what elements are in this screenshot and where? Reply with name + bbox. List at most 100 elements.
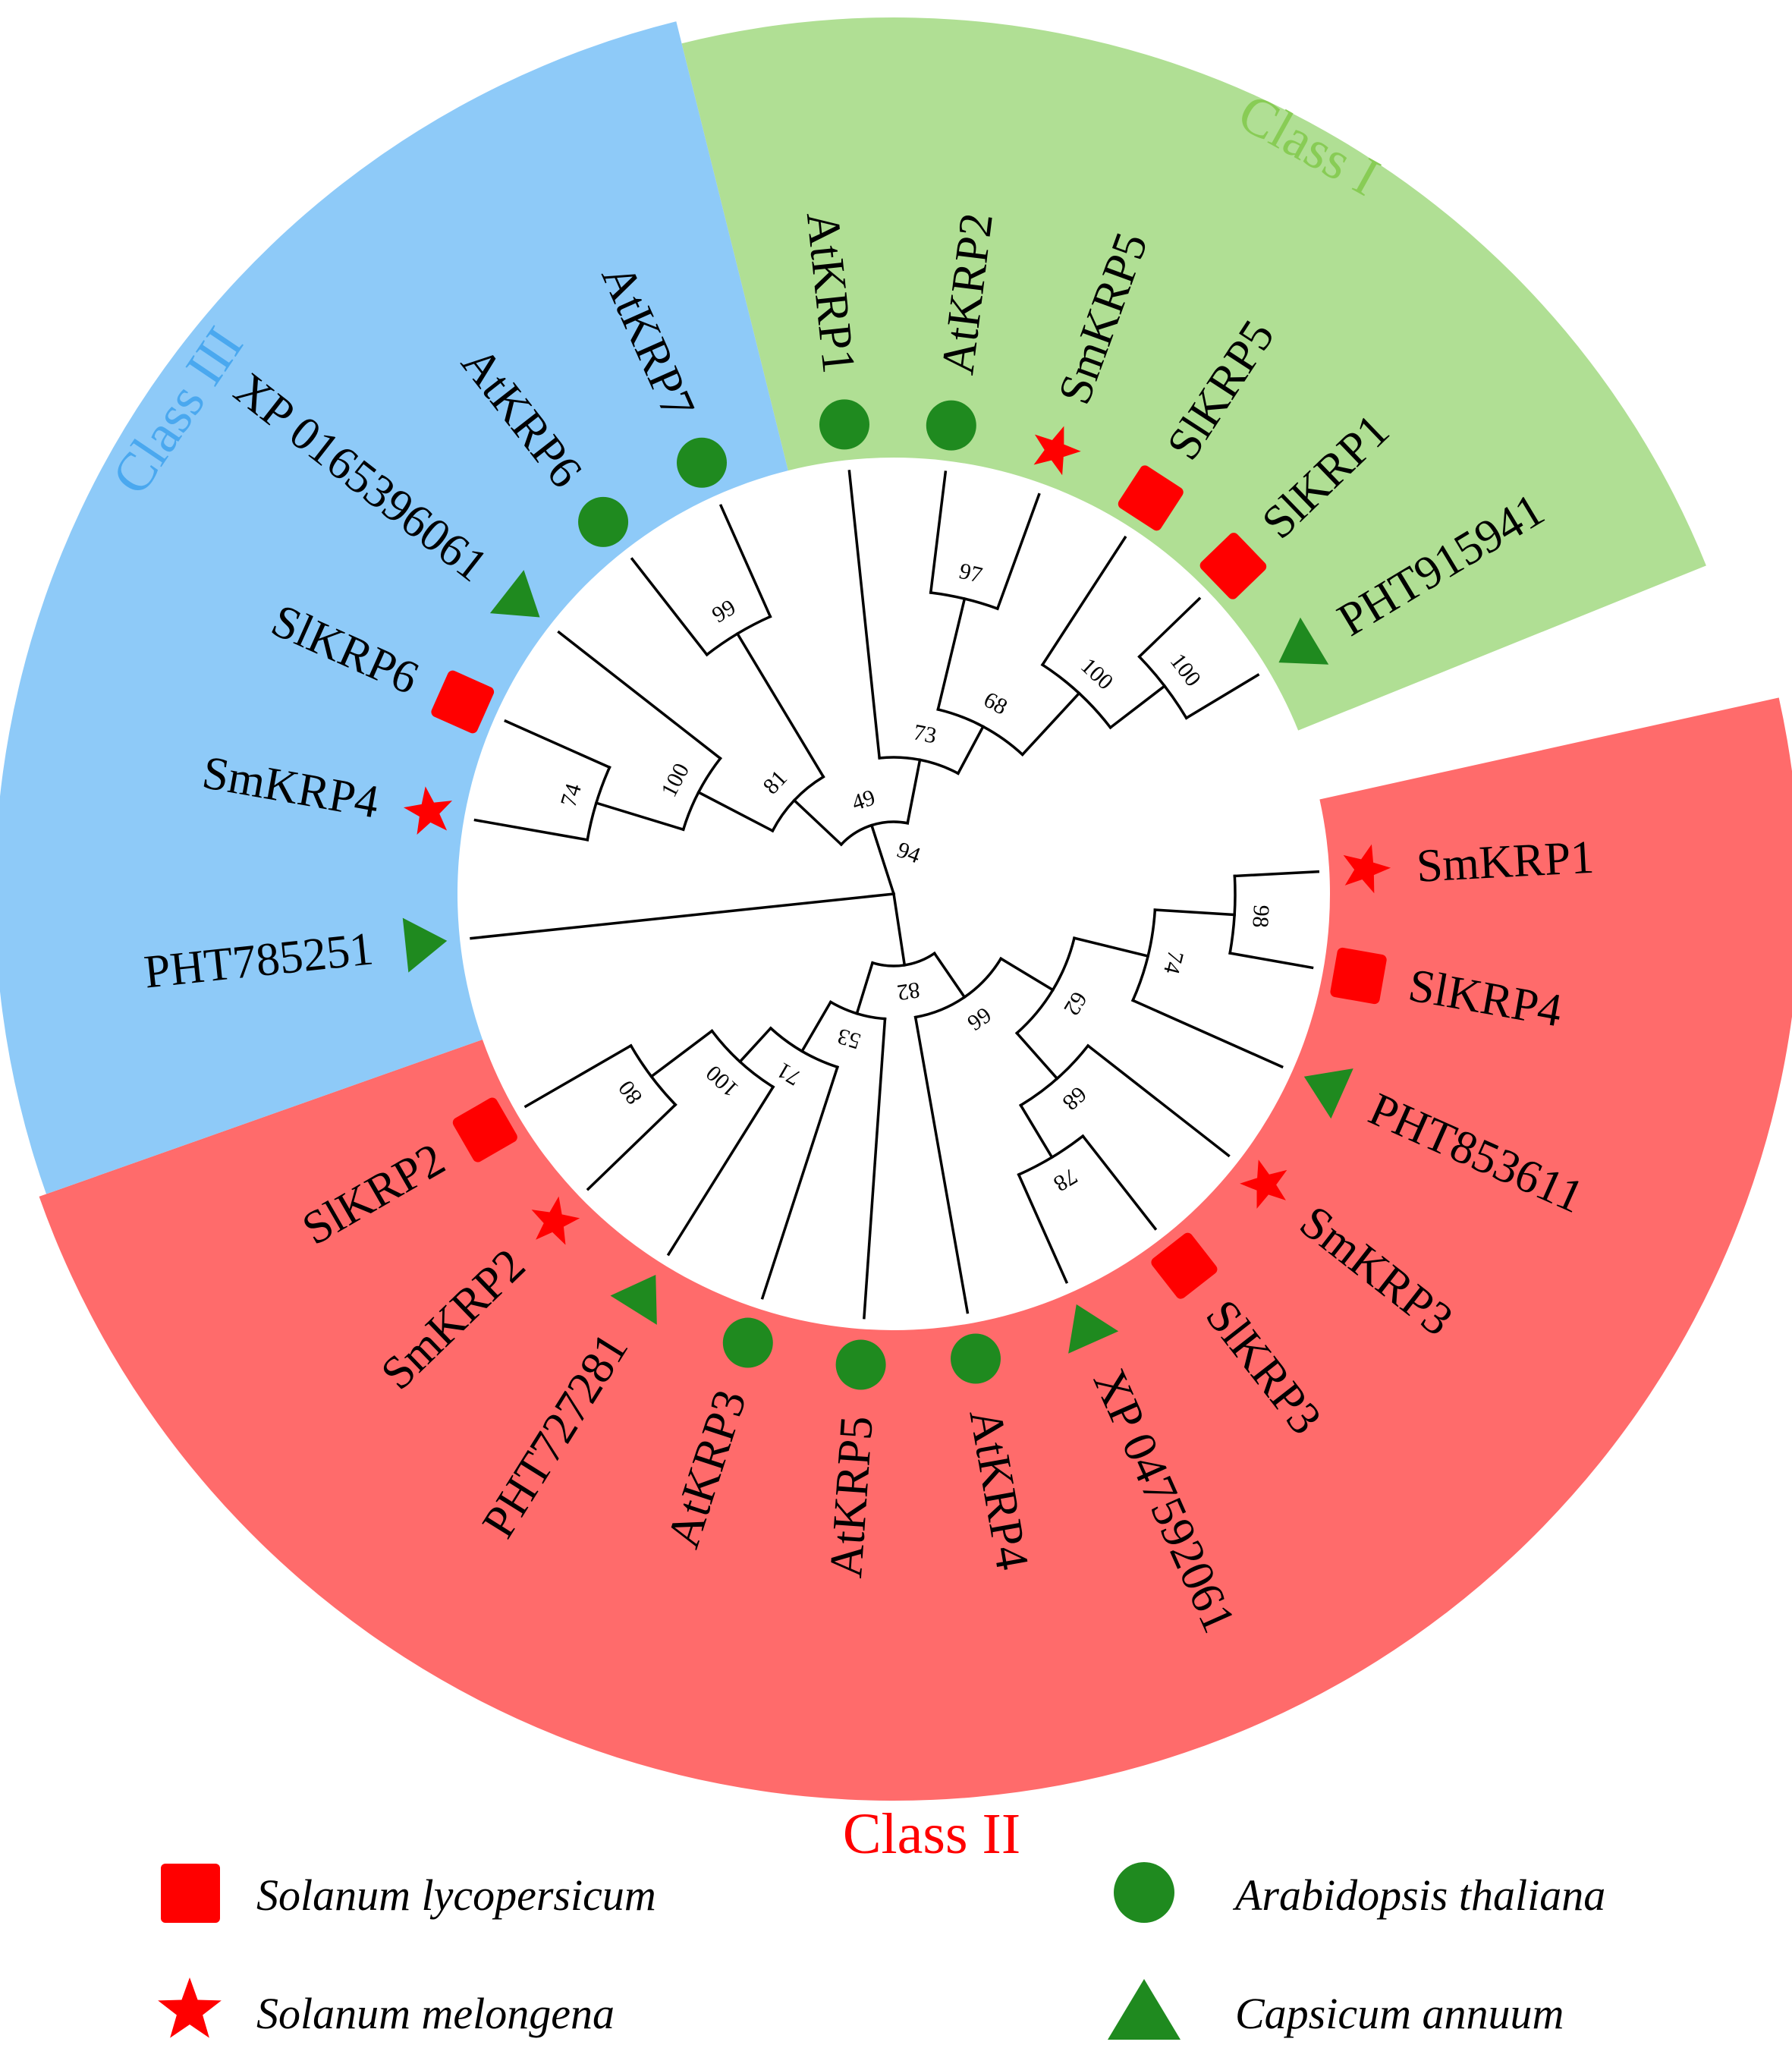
square-marker-icon [452, 1097, 517, 1163]
bootstrap-label: 100 [1076, 653, 1118, 695]
tree-branch [473, 818, 589, 842]
legend-item-arabidopsis-thaliana: Arabidopsis thaliana [1114, 1862, 1605, 1923]
star-marker-icon [1343, 844, 1391, 894]
tree-arc [705, 615, 772, 657]
bootstrap-label: 81 [758, 766, 792, 799]
tree-branch [735, 631, 825, 779]
star-marker-icon [158, 1977, 222, 2038]
leaf-label-atkrp5: AtKRP5 [820, 1414, 883, 1580]
tree-arc [1017, 1134, 1085, 1177]
bootstrap-label: 100 [1165, 649, 1206, 691]
legend-label: Solanum melongena [256, 1989, 615, 2038]
tree-branch [855, 961, 875, 1015]
tree-branch [737, 1026, 773, 1064]
tree-branch [929, 470, 948, 594]
square-marker-icon [161, 1864, 220, 1923]
tree-arc [1018, 1043, 1090, 1107]
tree-branch [1040, 535, 1127, 667]
tree-branch [869, 823, 896, 896]
tree-branch [1017, 1172, 1069, 1284]
tree-branch [470, 892, 895, 940]
bootstrap-label: 98 [1247, 905, 1274, 929]
class-ii-label: Class II [843, 1802, 1020, 1866]
tree-branch [1108, 684, 1167, 730]
tree-arc [839, 820, 910, 847]
tree-arc [929, 591, 1000, 611]
triangle-marker-icon [489, 570, 540, 618]
tree-branch [523, 1043, 633, 1109]
tree-arc [681, 757, 722, 832]
tree-branch [1014, 1031, 1059, 1081]
tree-arc [878, 756, 960, 776]
tree-branch [1020, 691, 1081, 757]
tree-branch [666, 1085, 775, 1257]
bootstrap-label: 49 [849, 785, 879, 816]
class-i-sector [681, 17, 1706, 731]
tree-arc [828, 1000, 887, 1021]
tree-branch [504, 719, 611, 769]
tree-arc [1137, 654, 1189, 720]
tree-branch [847, 470, 882, 760]
tree-branch [998, 956, 1055, 993]
star-marker-icon [403, 786, 453, 835]
tree-branch [1072, 936, 1150, 958]
tree-arc [1040, 662, 1113, 730]
tree-branch [1130, 999, 1284, 1069]
triangle-marker-icon [402, 917, 448, 973]
class-iii-sector [0, 21, 788, 1194]
triangle-marker-icon [1068, 1304, 1119, 1354]
tree-arc [936, 707, 1025, 757]
bootstrap-label: 53 [835, 1024, 863, 1054]
legend-label: Solanum lycopersicum [256, 1870, 656, 1920]
circle-marker-icon [926, 400, 976, 451]
circle-marker-icon [951, 1333, 1001, 1384]
tree-arc [913, 956, 1003, 1019]
bootstrap-label: 73 [911, 719, 938, 748]
tree-branch [995, 492, 1041, 611]
legend-item-capsicum-annuum: Capsicum annuum [1108, 1979, 1564, 2040]
triangle-marker-icon [1108, 1979, 1181, 2040]
triangle-marker-icon [1278, 617, 1329, 665]
circle-marker-icon [819, 399, 869, 450]
bootstrap-label: 80 [614, 1076, 647, 1109]
square-marker-icon [1151, 1232, 1218, 1299]
bootstrap-label: 74 [1159, 949, 1188, 977]
tree-branch [718, 504, 772, 618]
star-marker-icon [531, 1196, 580, 1245]
bootstrap-label: 100 [701, 1060, 743, 1102]
bootstrap-label: 82 [895, 977, 922, 1005]
tree-branch [1184, 673, 1260, 720]
tree-arc [1014, 936, 1077, 1035]
tree-branch [1233, 870, 1320, 878]
tree-arc [770, 775, 825, 833]
triangle-marker-icon [1303, 1068, 1353, 1119]
tree-branch [932, 951, 967, 999]
tree-branch [1080, 1134, 1158, 1231]
bootstrap-label: 94 [894, 837, 923, 868]
tree-branch [760, 1065, 840, 1300]
tree-branches [470, 470, 1320, 1320]
tree-arc [709, 1029, 775, 1089]
bootstrap-label: 97 [957, 558, 985, 588]
tree-arc [629, 1043, 678, 1107]
square-marker-icon [431, 670, 495, 734]
tree-arc [870, 951, 937, 967]
circle-marker-icon [1114, 1862, 1174, 1923]
star-marker-icon [1033, 426, 1081, 476]
tree-branch [1018, 1103, 1054, 1159]
tree-branch [630, 557, 709, 657]
circle-marker-icon [722, 1317, 773, 1368]
square-marker-icon [1118, 465, 1184, 531]
tree-branch [557, 630, 722, 760]
tree-branch [1137, 596, 1202, 659]
star-marker-icon [1240, 1159, 1287, 1209]
bootstrap-label: 62 [1058, 987, 1092, 1020]
bootstrap-label: 78 [1049, 1163, 1082, 1197]
tree-branch [696, 790, 775, 833]
tree-arc [769, 1026, 840, 1069]
bootstrap-label: 68 [979, 687, 1011, 719]
circle-marker-icon [578, 496, 629, 547]
square-marker-icon [1199, 533, 1267, 599]
tree-arc [1130, 908, 1157, 1002]
